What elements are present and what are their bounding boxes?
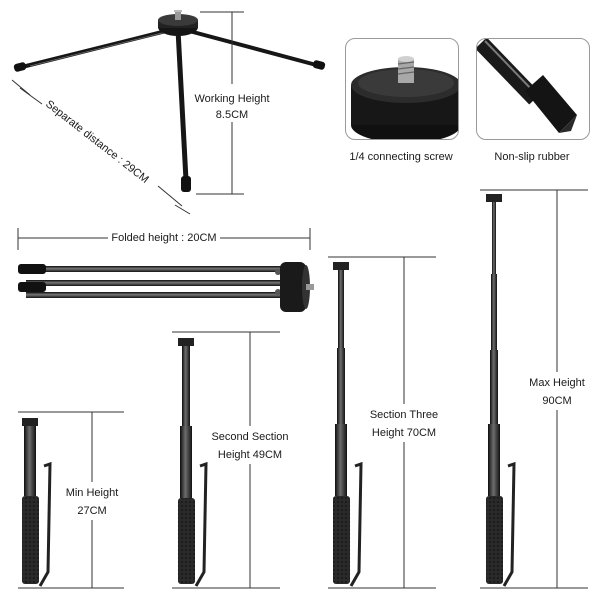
pole-second-section xyxy=(178,338,208,587)
pole-min-line2: 27CM xyxy=(77,505,107,517)
separate-distance-dimension xyxy=(11,79,191,215)
pole-three-line2: Height 70CM xyxy=(371,427,437,439)
pole-max-dimension xyxy=(480,189,588,589)
detail-connecting-screw xyxy=(345,38,459,140)
rubber-foot-icon xyxy=(477,39,577,133)
detail-caption-screw: 1/4 connecting screw xyxy=(349,151,453,163)
pole-three-line1: Section Three xyxy=(369,409,439,421)
pole-min-line1: Min Height xyxy=(65,487,119,499)
working-height-label: Working Height xyxy=(194,93,270,105)
tripod-illustration xyxy=(13,10,326,192)
detail-caption-rubber: Non-slip rubber xyxy=(494,151,570,163)
folded-dimension xyxy=(17,228,311,250)
folded-height-label: Folded height : 20CM xyxy=(111,232,217,244)
pole-min-dimension xyxy=(18,411,124,589)
pole-max-line2: 90CM xyxy=(542,395,572,407)
pole-max-line1: Max Height xyxy=(529,377,585,389)
detail-non-slip-rubber xyxy=(476,38,590,140)
folded-tripod-illustration xyxy=(18,262,314,312)
pole-second-dimension xyxy=(172,331,280,589)
pole-max-height xyxy=(486,194,516,587)
pole-min-height xyxy=(22,418,52,587)
working-height-dimension xyxy=(196,11,244,195)
pole-section-three xyxy=(333,262,363,587)
working-height-value: 8.5CM xyxy=(215,109,249,121)
screw-mount-icon xyxy=(351,56,458,139)
pole-three-dimension xyxy=(328,256,436,589)
pole-second-line1: Second Section xyxy=(211,431,289,443)
pole-second-line2: Height 49CM xyxy=(217,449,283,461)
